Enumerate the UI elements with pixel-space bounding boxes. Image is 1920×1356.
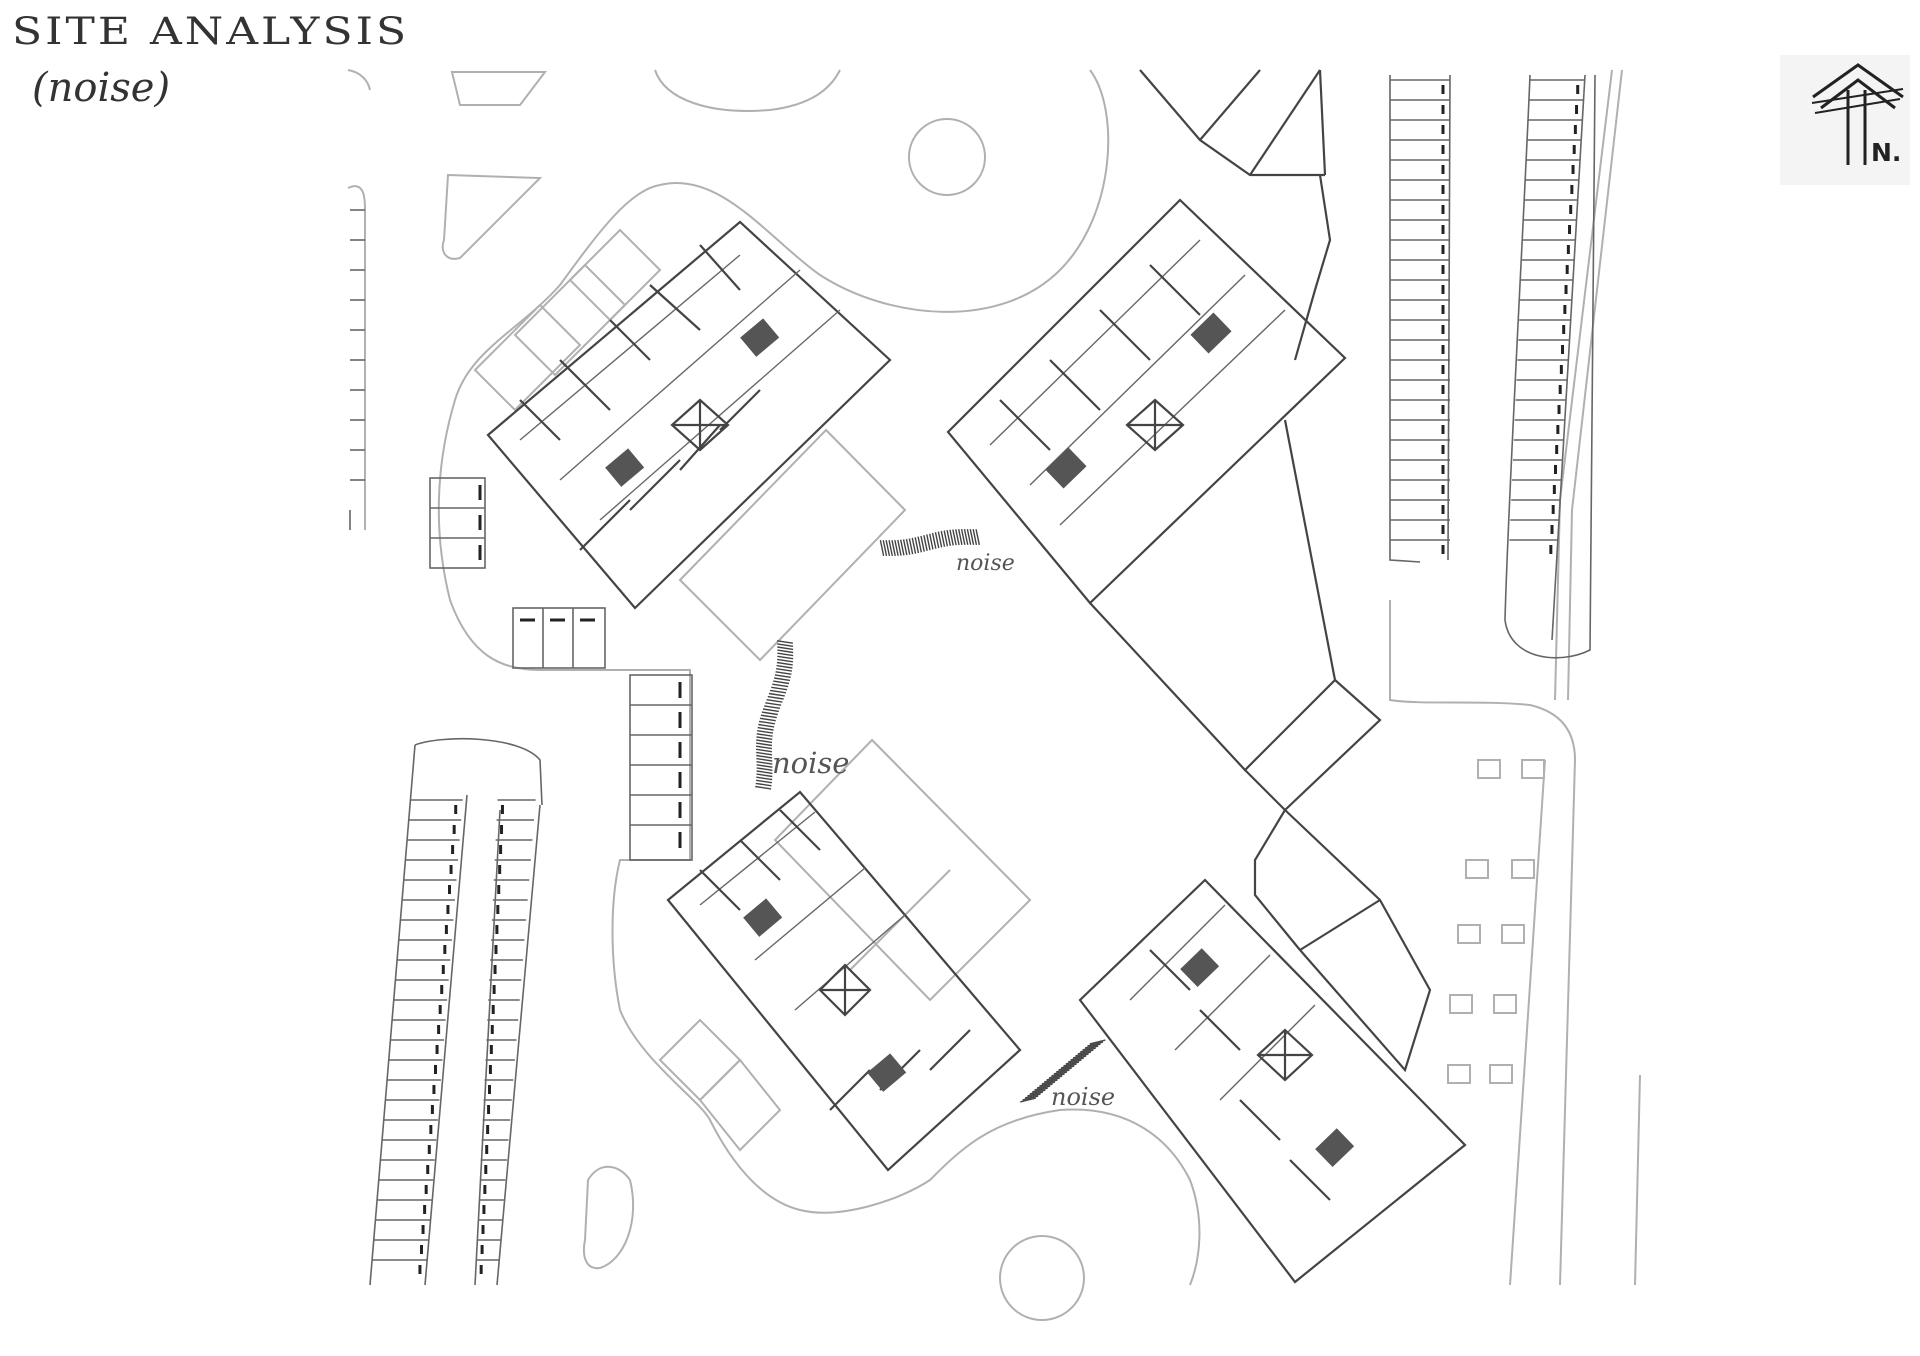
building-southeast bbox=[1078, 878, 1467, 1284]
parking-right bbox=[1389, 74, 1596, 659]
parking-left-stalls bbox=[372, 799, 536, 1274]
site-paths bbox=[347, 69, 1641, 1321]
building-southwest bbox=[666, 790, 1022, 1172]
title-line-1: SITE ANALYSIS bbox=[12, 10, 410, 54]
building-northwest bbox=[486, 220, 892, 610]
noise-hatch-west bbox=[755, 640, 794, 790]
page-title: SITE ANALYSIS (noise) bbox=[12, 10, 409, 111]
title-line-2: (noise) bbox=[32, 65, 171, 111]
noise-label-west: noise bbox=[772, 746, 850, 780]
parking-right-stalls bbox=[1390, 79, 1585, 554]
noise-label-north: noise bbox=[956, 551, 1015, 576]
north-arrow-icon bbox=[1780, 55, 1910, 185]
noise-hatch-north bbox=[879, 528, 981, 557]
noise-label-south: noise bbox=[1051, 1083, 1116, 1111]
noise-hatch-south bbox=[1020, 1039, 1106, 1103]
north-arrow-label: N. bbox=[1871, 138, 1902, 167]
building-northeast bbox=[946, 69, 1432, 1073]
parking-left bbox=[349, 209, 693, 1286]
